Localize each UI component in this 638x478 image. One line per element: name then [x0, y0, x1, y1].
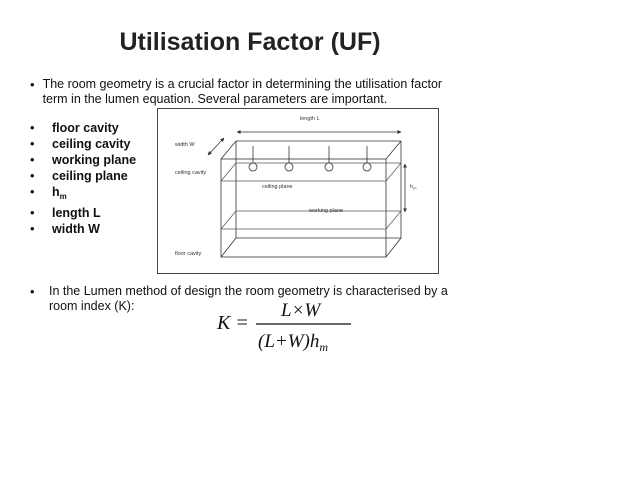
- luminaire-icon: [324, 162, 334, 172]
- luminaire-icon: [248, 162, 258, 172]
- luminaire-icon: [284, 162, 294, 172]
- width-arrow: [207, 137, 225, 156]
- bullet-dot: •: [30, 77, 35, 92]
- list-item: •ceiling cavity: [30, 136, 131, 151]
- formula-lhs: K =: [216, 312, 249, 334]
- label-length: length L: [300, 116, 320, 122]
- list-item: •ceiling plane: [30, 168, 128, 183]
- room-index-bullet: • In the Lumen method of design the room…: [30, 284, 470, 314]
- label-width: width W: [174, 142, 195, 148]
- term-ceiling-plane: ceiling plane: [52, 169, 128, 183]
- label-working-plane: working plane: [308, 208, 343, 214]
- room-box: [220, 140, 402, 258]
- formula-numerator: L×W: [280, 300, 322, 321]
- room-index-text: In the Lumen method of design the room g…: [48, 284, 448, 313]
- intro-text: The room geometry is a crucial factor in…: [42, 77, 443, 106]
- ceiling-plane-lines: [220, 162, 402, 182]
- label-floor-cavity: floor cavity: [175, 251, 202, 257]
- luminaire-icon: [362, 162, 372, 172]
- term-width: width W: [52, 222, 100, 236]
- label-ceiling-cavity: ceiling cavity: [175, 170, 206, 176]
- term-working-plane: working plane: [52, 153, 137, 167]
- term-floor-cavity: floor cavity: [52, 121, 119, 135]
- room-diagram: length L width W ceiling cavity ceiling …: [157, 108, 439, 274]
- term-ceiling-cavity: ceiling cavity: [52, 137, 131, 151]
- list-item: •working plane: [30, 152, 137, 167]
- luminaires: [248, 146, 372, 172]
- room-index-formula: K = L×W (L+W)hm: [216, 300, 351, 354]
- diagram-frame: [157, 108, 439, 274]
- label-hm: hm: [410, 184, 417, 191]
- slide-title: Utilisation Factor (UF): [119, 28, 381, 56]
- list-item: •floor cavity: [30, 120, 119, 135]
- list-item: •hm: [30, 184, 136, 205]
- bullet-dot: •: [30, 284, 35, 299]
- term-length: length L: [52, 206, 101, 220]
- term-hm: hm: [52, 185, 67, 201]
- list-item: •length L: [30, 205, 101, 220]
- label-ceiling-plane: ceiling plane: [262, 184, 293, 190]
- formula-denominator: (L+W)hm: [258, 331, 328, 354]
- working-plane-lines: [220, 210, 402, 230]
- list-item: •width W: [30, 221, 100, 236]
- intro-bullet: • The room geometry is a crucial factor …: [30, 77, 470, 107]
- parameter-list: •floor cavity •ceiling cavity •working p…: [30, 120, 136, 237]
